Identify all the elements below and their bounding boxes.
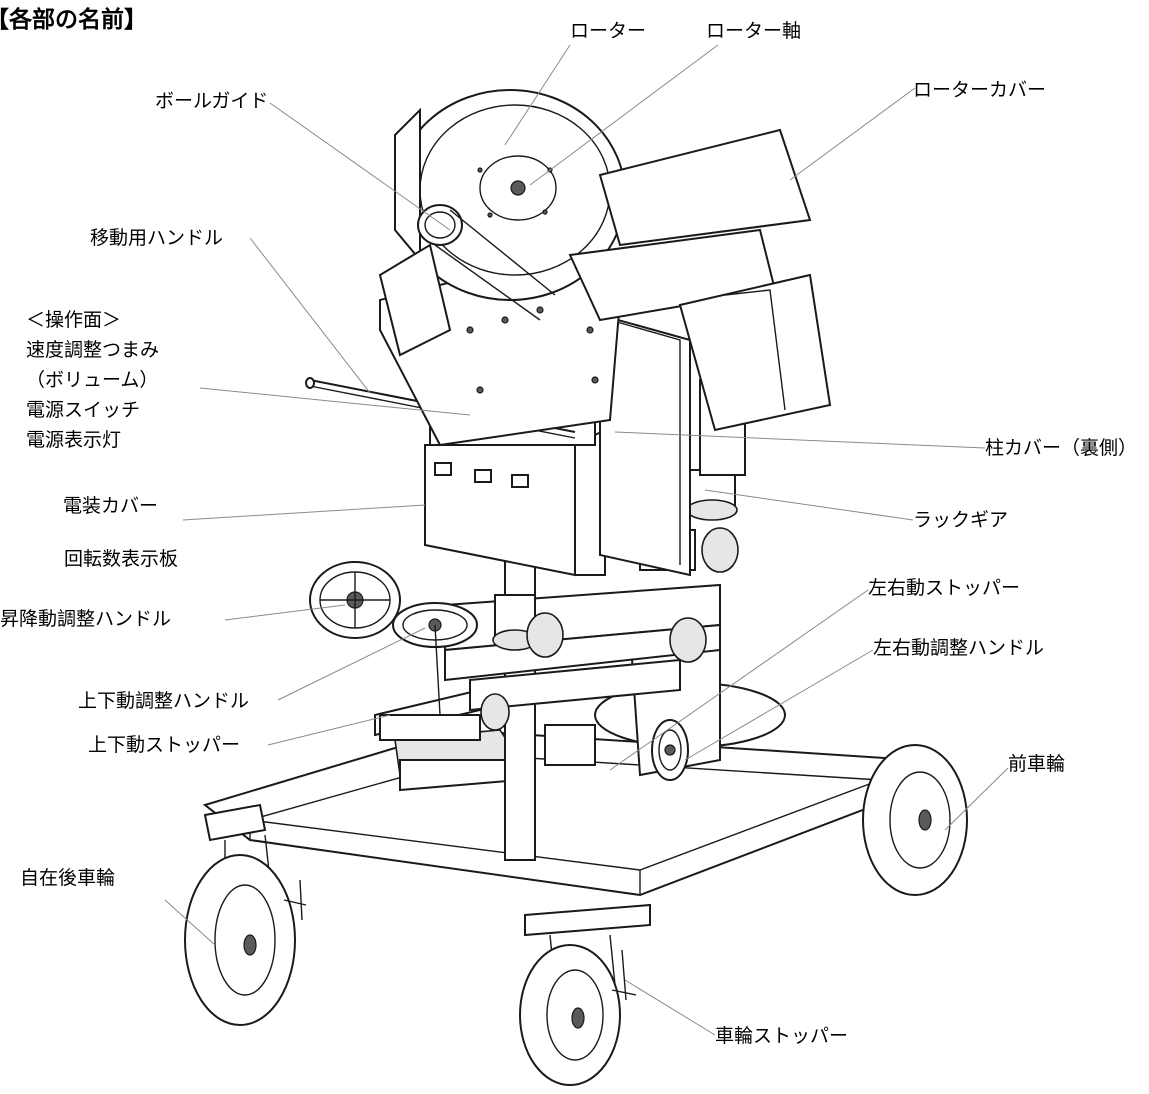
leader-front-wheel — [944, 767, 1009, 831]
updown-handwheel — [392, 602, 478, 716]
lr-handwheel — [651, 719, 689, 781]
rear-left-caster-drawing — [184, 803, 307, 1026]
label-ud-stopper: 上下動ストッパー — [88, 734, 241, 756]
leader-rotor — [504, 44, 571, 146]
diagram-title: 【各部の名前】 — [0, 7, 147, 33]
leader-ud-stopper — [267, 714, 391, 746]
label-lr-handle: 左右動調整ハンドル — [873, 637, 1045, 659]
label-rack-gear: ラックギア — [913, 509, 1009, 531]
label-pillar-cover: 柱カバー（裏側） — [985, 437, 1138, 459]
label-lift-handle: 昇降動調整ハンドル — [0, 608, 172, 630]
label-caster-rear-wheel: 自在後車輪 — [20, 867, 116, 889]
leader-pillar-cover — [614, 431, 986, 449]
label-panel-title: ＜操作面＞ — [26, 309, 122, 331]
leader-operation-panel — [199, 387, 471, 416]
label-power-switch: 電源スイッチ — [26, 399, 141, 421]
label-ud-handle: 上下動調整ハンドル — [78, 690, 250, 712]
leader-rotor-cover — [789, 87, 916, 181]
label-wheel-stopper: 車輪ストッパー — [715, 1025, 849, 1047]
rear-center-caster-drawing — [519, 903, 651, 1086]
leader-ud-handle — [277, 627, 426, 701]
lift-handwheel — [309, 561, 401, 639]
label-ball-guide: ボールガイド — [155, 90, 269, 112]
rotor-cover-drawing — [568, 128, 832, 432]
leader-lr-stopper — [609, 589, 869, 771]
leader-ball-guide — [269, 102, 451, 231]
label-rotor-cover: ローターカバー — [913, 79, 1047, 101]
leader-caster-rear-wheel — [164, 899, 216, 946]
label-lr-stopper: 左右動ストッパー — [868, 577, 1021, 599]
label-rotor: ローター — [570, 20, 647, 42]
label-rotor-shaft: ローター軸 — [706, 20, 802, 42]
label-volume: （ボリューム） — [26, 369, 159, 391]
label-front-wheel: 前車輪 — [1008, 753, 1066, 775]
front-wheel-drawing — [862, 744, 968, 896]
leader-lines — [164, 44, 1009, 1036]
leader-rack-gear — [704, 489, 914, 521]
leader-carry-handle — [249, 237, 371, 394]
leader-lift-handle — [224, 604, 346, 621]
label-carry-handle: 移動用ハンドル — [90, 227, 224, 249]
label-rpm-display: 回転数表示板 — [64, 548, 179, 570]
label-electrical-cover: 電装カバー — [63, 495, 159, 517]
label-speed-knob: 速度調整つまみ — [26, 339, 160, 361]
leader-rotor-shaft — [529, 44, 719, 186]
leader-wheel-stopper — [624, 979, 716, 1036]
machine-illustration — [184, 89, 968, 1086]
leader-lr-handle — [684, 649, 874, 761]
leader-electrical-cover — [182, 504, 426, 521]
label-power-lamp: 電源表示灯 — [26, 429, 122, 451]
